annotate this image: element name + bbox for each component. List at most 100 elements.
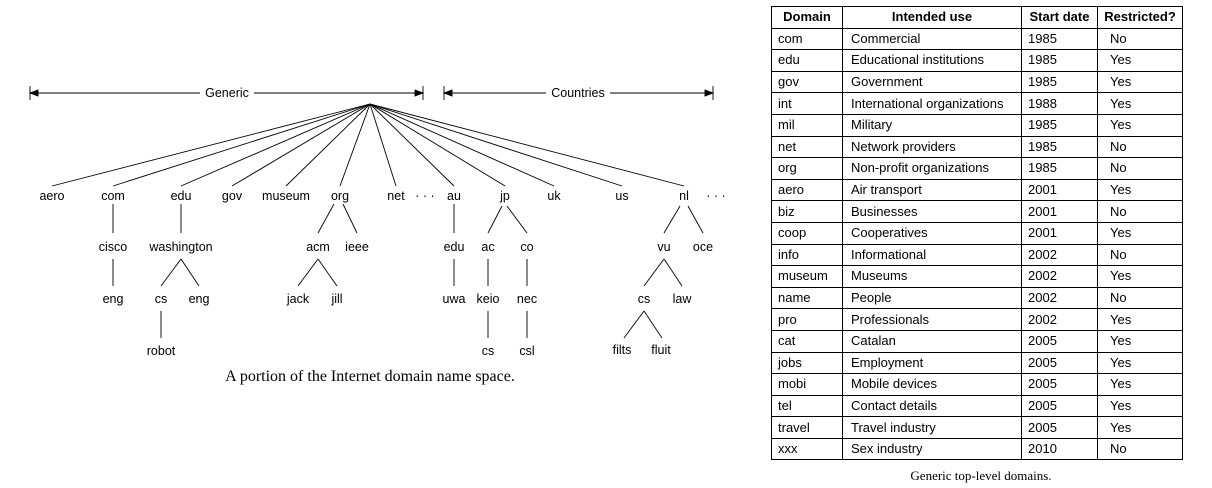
third-level-nodes: eng cs eng jack jill uwa keio nec cs law: [103, 292, 693, 306]
node-cisco: cisco: [99, 240, 128, 254]
table-header-row: Domain Intended use Start date Restricte…: [771, 6, 1183, 29]
cell-intended-use: Educational institutions: [842, 49, 1022, 72]
cell-start-date: 2002: [1021, 265, 1098, 288]
node-filts: filts: [613, 343, 632, 357]
node-cs-keio: cs: [482, 344, 495, 358]
cell-restricted: Yes: [1097, 221, 1183, 245]
cell-domain: name: [771, 286, 843, 310]
cell-start-date: 2010: [1021, 437, 1098, 461]
cell-intended-use: Informational: [842, 243, 1022, 267]
cell-restricted: Yes: [1097, 416, 1183, 439]
cell-intended-use: Mobile devices: [842, 373, 1022, 396]
cell-start-date: 2001: [1021, 178, 1098, 202]
fourth-level-nodes: robot cs csl filts fluit: [147, 343, 672, 358]
cell-domain: int: [771, 92, 843, 115]
root-edges: [51, 103, 685, 187]
node-co: co: [520, 240, 533, 254]
cell-domain: coop: [771, 221, 843, 245]
node-nl: nl: [679, 189, 689, 203]
cell-intended-use: Catalan: [842, 329, 1022, 353]
cell-intended-use: International organizations: [842, 92, 1022, 115]
cell-domain: cat: [771, 329, 843, 353]
cell-restricted: No: [1097, 286, 1183, 310]
cell-intended-use: Professionals: [842, 308, 1022, 331]
node-au: au: [447, 189, 461, 203]
cell-start-date: 2005: [1021, 394, 1098, 418]
countries-bracket: Countries: [442, 86, 715, 100]
node-jill: jill: [330, 292, 342, 306]
cell-restricted: Yes: [1097, 351, 1183, 375]
cell-restricted: No: [1097, 135, 1183, 159]
cell-start-date: 2005: [1021, 416, 1098, 439]
cell-intended-use: Sex industry: [842, 437, 1022, 461]
cell-start-date: 1985: [1021, 27, 1098, 51]
node-law: law: [673, 292, 693, 306]
cell-start-date: 1985: [1021, 70, 1098, 94]
cell-start-date: 2002: [1021, 243, 1098, 267]
cell-restricted: Yes: [1097, 373, 1183, 396]
subtree-edges: [112, 203, 704, 339]
cell-start-date: 2001: [1021, 221, 1098, 245]
tld-table-container: Domain Intended use Start date Restricte…: [771, 6, 1183, 461]
header-restricted: Restricted?: [1097, 6, 1183, 29]
node-ieee: ieee: [345, 240, 369, 254]
cell-domain: biz: [771, 200, 843, 223]
node-eng-washington: eng: [189, 292, 210, 306]
cell-start-date: 2005: [1021, 351, 1098, 375]
node-cs-washington: cs: [155, 292, 168, 306]
node-vu: vu: [657, 240, 670, 254]
cell-intended-use: Commercial: [842, 27, 1022, 51]
node-au-edu: edu: [444, 240, 465, 254]
cell-start-date: 2005: [1021, 329, 1098, 353]
cell-restricted: Yes: [1097, 92, 1183, 115]
cell-domain: edu: [771, 49, 843, 72]
cell-domain: travel: [771, 416, 843, 439]
table-caption: Generic top-level domains.: [910, 468, 1052, 483]
countries-label: Countries: [551, 86, 605, 100]
cell-start-date: 1985: [1021, 157, 1098, 180]
cell-restricted: Yes: [1097, 265, 1183, 288]
cell-intended-use: People: [842, 286, 1022, 310]
cell-intended-use: Museums: [842, 265, 1022, 288]
node-com: com: [101, 189, 125, 203]
cell-domain: org: [771, 157, 843, 180]
cell-domain: jobs: [771, 351, 843, 375]
ellipsis-generic: · · ·: [415, 189, 434, 203]
cell-start-date: 1985: [1021, 135, 1098, 159]
node-oce: oce: [693, 240, 713, 254]
node-eng-cisco: eng: [103, 292, 124, 306]
second-level-nodes: cisco washington acm ieee edu ac co vu o…: [99, 240, 713, 254]
node-museum: museum: [262, 189, 310, 203]
generic-label: Generic: [205, 86, 249, 100]
node-net: net: [387, 189, 405, 203]
cell-restricted: Yes: [1097, 178, 1183, 202]
domain-name-space-tree: Generic Countries: [28, 86, 726, 358]
tree-caption: A portion of the Internet domain name sp…: [225, 368, 515, 385]
node-uk: uk: [547, 189, 561, 203]
node-ac: ac: [481, 240, 494, 254]
cell-restricted: No: [1097, 243, 1183, 267]
node-edu: edu: [171, 189, 192, 203]
cell-restricted: No: [1097, 200, 1183, 223]
node-cs-vu: cs: [638, 292, 651, 306]
cell-restricted: Yes: [1097, 329, 1183, 353]
generic-bracket: Generic: [28, 86, 425, 100]
cell-restricted: Yes: [1097, 49, 1183, 72]
cell-restricted: Yes: [1097, 70, 1183, 94]
node-acm: acm: [306, 240, 330, 254]
cell-start-date: 2002: [1021, 286, 1098, 310]
cell-domain: tel: [771, 394, 843, 418]
